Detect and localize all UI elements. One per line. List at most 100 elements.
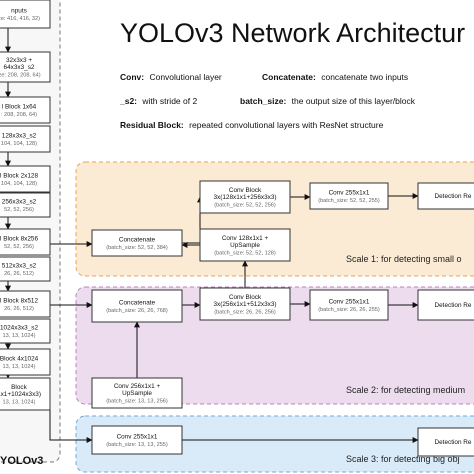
- node-s3-detect-label-0: Detection Re: [435, 439, 472, 446]
- node-s2-convblock-size: (batch_size: 26, 26, 256): [214, 310, 276, 316]
- backbone-block-4-box: [0, 125, 51, 153]
- backbone-block-2-box: [0, 51, 51, 83]
- legend-concatenate: Concatenate: concatenate two inputs: [262, 72, 408, 82]
- node-s1-convblock-label-0: Conv Block: [229, 187, 262, 194]
- backbone-block-7-size: 52, 52, 256): [4, 244, 34, 250]
- backbone-block-4-size: 104, 104, 128): [1, 141, 37, 147]
- diagram-title: YOLOv3 Network Architectur: [120, 18, 465, 48]
- node-s2-conv255-size: (batch_size: 26, 26, 255): [318, 307, 380, 313]
- node-s2-concat-box: [91, 289, 183, 323]
- node-s1-convblock: Conv Block3x(128x1x1+256x3x3)(batch_size…: [199, 180, 291, 214]
- backbone-block-12-label-1: 1x1+1024x3x3): [0, 391, 41, 398]
- node-s2-upsample-size: (batch_size: 13, 13, 256): [106, 399, 168, 405]
- node-s2-concat: Concatenate(batch_size: 26, 26, 768): [91, 289, 183, 323]
- node-s2-detect-box: [417, 289, 474, 321]
- node-s1-upsample-label-1: UpSample: [230, 242, 260, 249]
- backbone-block-8-box: [0, 256, 51, 282]
- backbone-block-2-label-0: 32x3x3 +: [6, 57, 32, 64]
- connections: [5, 28, 419, 443]
- backbone-block-7-box: [0, 228, 51, 256]
- legend-conv: Conv: Convolutional layer: [120, 72, 222, 82]
- node-s3-detect: Detection Re: [417, 427, 474, 457]
- node-s2-upsample-box: [91, 377, 183, 409]
- node-s1-concat-size: (batch_size: 52, 52, 384): [106, 245, 168, 251]
- backbone-block-12-box: [0, 377, 51, 411]
- node-s1-concat: Concatenate(batch_size: 52, 52, 384): [91, 229, 183, 257]
- node-s2-upsample: Conv 256x1x1 +UpSample (batch_size: 13, 1…: [91, 377, 183, 409]
- node-s3-detect-box: [417, 427, 474, 457]
- node-s3-conv255-label-0: Conv 255x1x1: [117, 434, 158, 441]
- backbone-block-6-label-0: 256x3x3_s2: [2, 199, 37, 206]
- node-s2-convblock-box: [199, 287, 291, 321]
- backbone-block-2-size: ize: 208, 208, 64): [0, 73, 41, 79]
- backbone-block-12-label-0: Block: [11, 384, 27, 391]
- backbone-block-1-box: [0, 0, 51, 29]
- node-s1-concat-label-0: Concatenate: [119, 237, 156, 244]
- node-s3-conv255-box: [91, 425, 183, 455]
- node-s1-upsample-size: (batch_size: 52, 52, 128): [214, 251, 276, 257]
- backbone-block-4-label-0: 128x3x3_s2: [2, 133, 37, 140]
- backbone-block-1-label-0: nputs: [11, 8, 27, 15]
- node-s2-concat-size: (batch_size: 26, 26, 768): [106, 308, 168, 314]
- backbone-block-9-label-0: l Block 8x512: [0, 298, 38, 305]
- node-s1-upsample-box: [199, 228, 291, 262]
- backbone-block-10-size: 13, 13, 1024): [3, 333, 36, 339]
- backbone-block-2: 32x3x3 +64x3x3_s2 ize: 208, 208, 64): [0, 51, 51, 83]
- legend-batch-size: batch_size: the output size of this laye…: [240, 96, 416, 106]
- backbone-block-1-size: ze: 416, 416, 32): [0, 16, 40, 22]
- node-s1-detect: Detection Re: [417, 182, 474, 210]
- backbone-block-8-label-0: 512x3x3_s2: [2, 263, 37, 270]
- node-s1-upsample: Conv 128x1x1 +UpSample(batch_size: 52, 5…: [199, 228, 291, 262]
- node-s2-detect: Detection Re: [417, 289, 474, 321]
- backbone-block-3-size: : 208, 208, 64): [1, 112, 37, 118]
- node-s1-conv255-label-0: Conv 255x1x1: [329, 190, 370, 197]
- legend-residual-block: Residual Block: repeated convolutional l…: [120, 120, 384, 130]
- node-s2-convblock-label-1: 3x(256x1x1+512x3x3): [213, 301, 276, 308]
- node-s2-convblock-label-0: Conv Block: [229, 294, 262, 301]
- node-s1-detect-box: [417, 182, 474, 210]
- node-s2-concat-label-0: Concatenate: [119, 300, 156, 307]
- node-s1-concat-box: [91, 229, 183, 257]
- backbone-block-7-label-0: l Block 8x256: [0, 236, 38, 243]
- backbone-block-11-size: 13, 13, 1024): [3, 364, 36, 370]
- node-s1-convblock-label-1: 3x(128x1x1+256x3x3): [213, 194, 276, 201]
- scale-2-label: Scale 2: for detecting medium: [346, 385, 465, 395]
- node-s3-conv255: Conv 255x1x1(batch_size: 13, 13, 255): [91, 425, 183, 455]
- backbone-block-3-label-0: l Block 1x64: [2, 104, 37, 111]
- backbone-block-2-label-1: 64x3x3_s2: [4, 64, 35, 71]
- backbone-block-8-size: 26, 26, 512): [4, 271, 34, 277]
- backbone-block-10-box: [0, 318, 51, 344]
- backbone-block-9-size: 26, 26, 512): [4, 306, 34, 312]
- backbone-block-5-size: 104, 104, 128): [1, 181, 37, 187]
- node-s2-conv255-box: [309, 289, 389, 321]
- scale-3-label: Scale 3: for detecting big obj: [346, 454, 460, 464]
- legend-stride: _s2: with stride of 2: [119, 96, 197, 106]
- node-s1-convblock-box: [199, 180, 291, 214]
- node-s2-upsample-label-1: UpSample: [122, 390, 152, 397]
- backbone-block-5-box: [0, 165, 51, 193]
- backbone-block-5-label-0: l Block 2x128: [0, 173, 38, 180]
- node-s1-detect-label-0: Detection Re: [435, 193, 472, 200]
- node-s2-detect-label-0: Detection Re: [435, 302, 472, 309]
- node-s2-conv255: Conv 255x1x1(batch_size: 26, 26, 255): [309, 289, 389, 321]
- backbone-label: YOLOv3: [0, 455, 43, 467]
- backbone-block-3-box: [0, 96, 51, 124]
- scale-1-label: Scale 1: for detecting small o: [346, 254, 462, 264]
- node-s2-upsample-label-0: Conv 256x1x1 +: [114, 383, 161, 390]
- backbone-block-6-size: 52, 52, 256): [4, 207, 34, 213]
- node-s3-conv255-size: (batch_size: 13, 13, 255): [106, 442, 168, 448]
- node-s1-conv255-box: [309, 182, 389, 210]
